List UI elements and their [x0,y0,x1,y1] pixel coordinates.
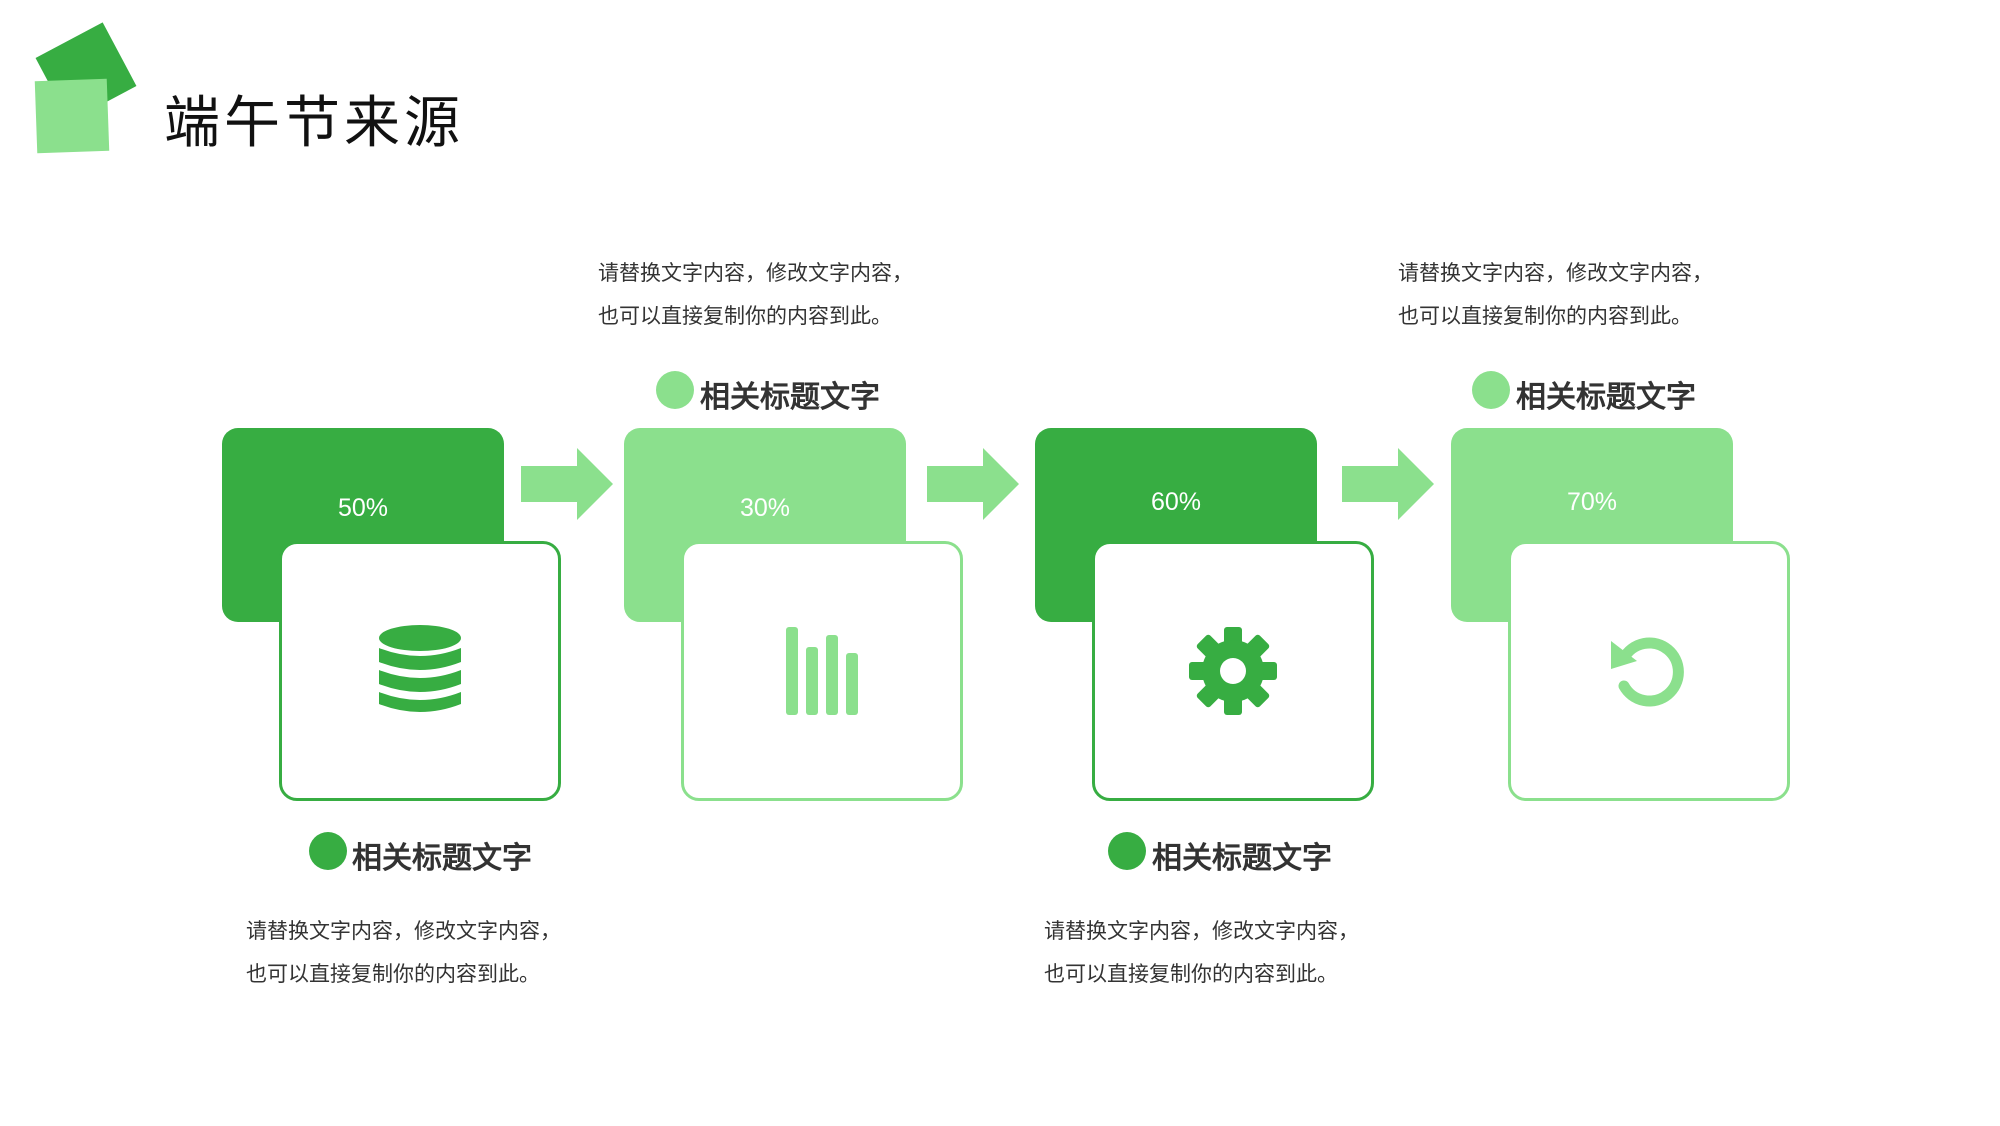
step-3-percent: 60% [1150,488,1202,516]
step-3-icon-card [1092,541,1374,801]
step-4-icon-card [1508,541,1790,801]
step-3-title-dot [1108,832,1146,870]
step-2-title-dot [656,371,694,409]
step-1-description: 请替换文字内容，修改文字内容， 也可以直接复制你的内容到此。 [246,919,561,986]
arrow-right-icon [927,448,1019,520]
step-4-title-dot [1472,371,1510,409]
arrow-right-icon [1342,448,1434,520]
refresh-icon [1611,637,1684,707]
gear-icon [1189,627,1277,715]
step-1-percent: 50% [337,494,389,522]
step-2-icon-card [681,541,963,801]
step-2-description: 请替换文字内容，修改文字内容， 也可以直接复制你的内容到此。 [598,261,913,328]
step-1-title: 相关标题文字 [352,841,532,876]
page-title: 端午节来源 [164,91,464,156]
step-1-icon-card [279,541,561,801]
step-3-title: 相关标题文字 [1152,841,1332,876]
step-2-title: 相关标题文字 [700,380,880,415]
logo-light-square [34,78,110,154]
arrow-right-icon [521,448,613,520]
database-icon [379,625,461,712]
step-4-title: 相关标题文字 [1516,380,1696,415]
step-2-percent: 30% [739,494,791,522]
step-3-description: 请替换文字内容，修改文字内容， 也可以直接复制你的内容到此。 [1044,919,1359,986]
step-4-percent: 70% [1566,488,1618,516]
step-1-title-dot [309,832,347,870]
step-4-description: 请替换文字内容，修改文字内容， 也可以直接复制你的内容到此。 [1398,261,1713,328]
bar-chart-icon [786,627,858,715]
